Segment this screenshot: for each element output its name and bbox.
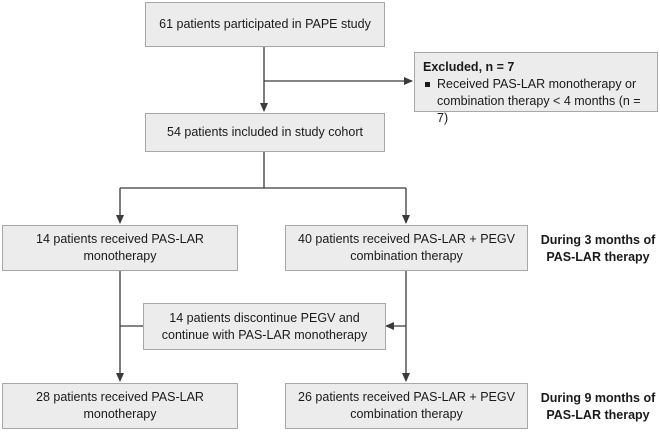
box-mono-3m: 14 patients received PAS-LAR monotherapy [2,225,238,271]
box-combo-3m: 40 patients received PAS-LAR + PEGV comb… [285,225,528,271]
excluded-item: Received PAS-LAR monotherapy or combinat… [423,76,649,127]
box-cohort-text: 54 patients included in study cohort [167,125,363,139]
excluded-title: Excluded, n = 7 [423,60,515,74]
excluded-item-text: Received PAS-LAR monotherapy or combinat… [437,77,641,125]
label-during-9m: During 9 months of PAS-LAR therapy [540,391,656,422]
box-mono-9m-text: 28 patients received PAS-LAR monotherapy [36,390,204,421]
box-discontinue: 14 patients discontinue PEGV and continu… [143,303,386,350]
box-cohort: 54 patients included in study cohort [145,113,385,152]
box-participated-text: 61 patients participated in PAPE study [159,17,371,31]
box-combo-9m: 26 patients received PAS-LAR + PEGV comb… [285,383,528,429]
box-mono-9m: 28 patients received PAS-LAR monotherapy [2,383,238,429]
box-mono-3m-text: 14 patients received PAS-LAR monotherapy [36,232,204,263]
label-during-3m: During 3 months of PAS-LAR therapy [540,233,656,264]
box-combo-3m-text: 40 patients received PAS-LAR + PEGV comb… [298,232,515,263]
box-excluded: Excluded, n = 7 Received PAS-LAR monothe… [414,52,658,125]
box-participated: 61 patients participated in PAPE study [145,2,385,47]
box-combo-9m-text: 26 patients received PAS-LAR + PEGV comb… [298,390,515,421]
box-discontinue-text: 14 patients discontinue PEGV and continu… [161,310,368,342]
bullet-icon [425,82,430,87]
